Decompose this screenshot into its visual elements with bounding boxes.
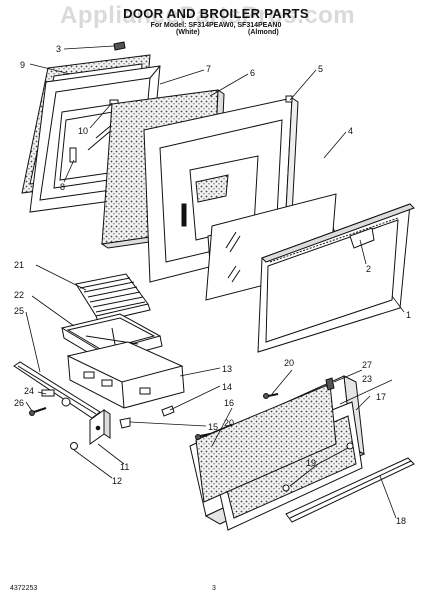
callout-27: 27: [362, 360, 372, 370]
callout-22: 22: [14, 290, 24, 300]
model-line: For Model: SF314PEAW0, SF314PEAN0: [150, 22, 282, 29]
frame-bracket-part: [349, 227, 375, 249]
callout-24: 24: [24, 386, 34, 396]
callout-9: 9: [20, 60, 25, 70]
callout-17: 17: [376, 392, 386, 402]
callout-2: 2: [366, 264, 371, 274]
drawer-insulation-part: [195, 383, 337, 503]
broiler-pan-part: [60, 313, 163, 363]
callout-11: 11: [120, 462, 129, 472]
watermark: AppliancePartsPros.com: [60, 2, 356, 29]
callout-25: 25: [14, 306, 24, 316]
washer-part: [70, 442, 78, 450]
callout-8: 8: [60, 182, 65, 192]
callout-10: 10: [78, 126, 88, 136]
callout-3: 3: [56, 44, 61, 54]
broiler-drawer-liner-part: [66, 341, 185, 409]
callout-12: 12: [112, 476, 122, 486]
callout-7: 7: [206, 64, 211, 74]
drawer-clip-part: [119, 405, 175, 429]
roller-part: [29, 389, 71, 416]
callout-18: 18: [396, 516, 406, 526]
color-almond: (Almond): [248, 29, 279, 36]
callout-1: 1: [406, 310, 411, 320]
title-block: DOOR AND BROILER PARTS For Model: SF314P…: [0, 6, 432, 39]
callout-21: 21: [14, 260, 24, 270]
callout-4: 4: [348, 126, 353, 136]
callout-15: 15: [208, 422, 218, 432]
drawer-screw-part: [325, 377, 335, 391]
callout-5: 5: [318, 64, 323, 74]
callout-20-left: 20: [224, 418, 234, 428]
broiler-grid-part: [75, 273, 151, 323]
callout-13: 13: [222, 364, 232, 374]
drawer-trim-part: [285, 457, 415, 523]
footer-page-number: 3: [212, 585, 216, 592]
callout-6: 6: [250, 68, 255, 78]
callout-19: 19: [306, 458, 316, 468]
color-white: (White): [176, 29, 200, 36]
footer-part-code: 4372253: [10, 585, 38, 592]
screw-part: [113, 41, 126, 51]
leader-lines: [25, 45, 405, 519]
callout-16: 16: [224, 398, 234, 408]
diagram-title: DOOR AND BROILER PARTS: [123, 6, 309, 21]
drawer-pin-part: [282, 442, 354, 492]
callout-20-top: 20: [284, 358, 294, 368]
callout-14: 14: [222, 382, 232, 392]
callout-23: 23: [362, 374, 372, 384]
color-line: (White) (Almond): [0, 29, 432, 39]
callout-26: 26: [14, 398, 24, 408]
drawer-mount-screw-part: [195, 393, 279, 440]
callout-labels: 3 9 7 6 5 4 10 8 2 1 21 22 25 13 14 15 2…: [14, 44, 411, 526]
drawer-bracket-part: [89, 409, 111, 445]
